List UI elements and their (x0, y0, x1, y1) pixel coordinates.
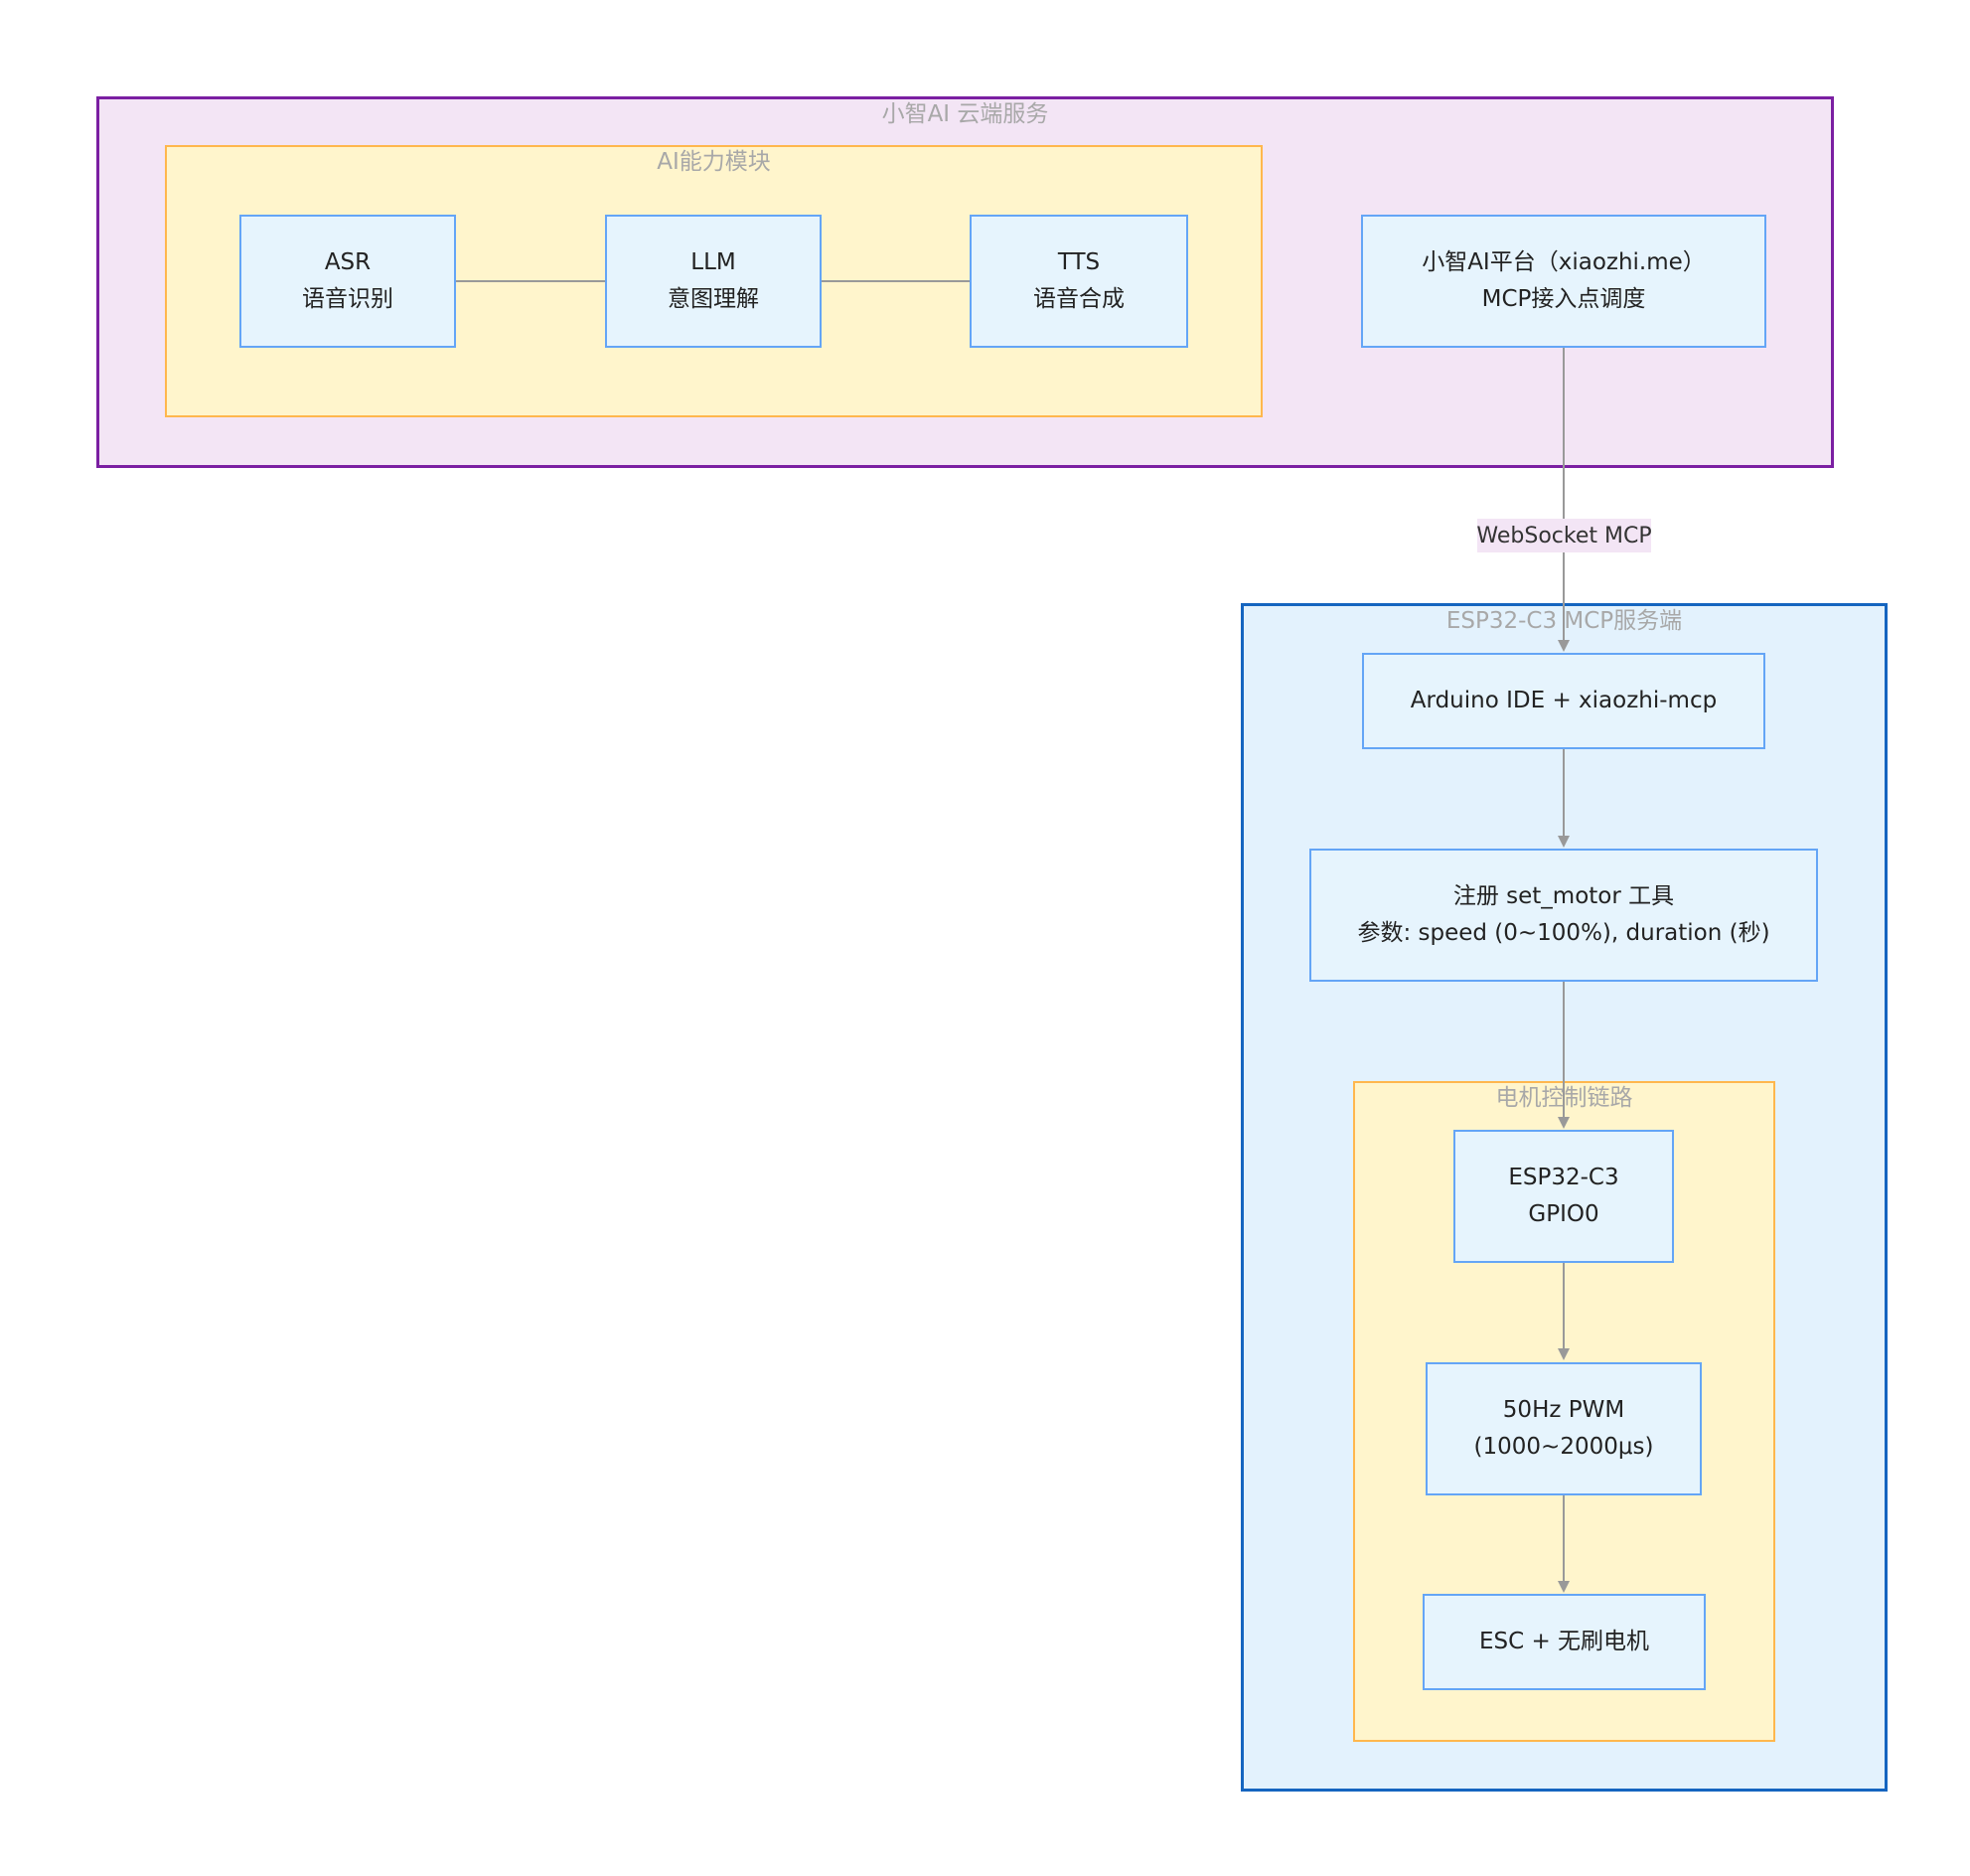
node-tts-line2: 语音合成 (1033, 286, 1125, 312)
cluster-esp-server-title: ESP32-C3 MCP服务端 (1445, 608, 1683, 634)
cluster-ai-module-title: AI能力模块 (657, 149, 771, 175)
cluster-cloud-service-title: 小智AI 云端服务 (881, 101, 1049, 127)
node-pwm-line1: 50Hz PWM (1502, 1397, 1625, 1423)
node-arduino-line1: Arduino IDE + xiaozhi-mcp (1410, 688, 1718, 713)
cluster-motor-chain-title: 电机控制链路 (1495, 1085, 1633, 1111)
node-register-tool-line1: 注册 set_motor 工具 (1452, 883, 1675, 909)
node-asr: ASR 语音识别 (239, 215, 456, 348)
node-register-tool: 注册 set_motor 工具 参数: speed (0~100%), dura… (1309, 849, 1818, 982)
node-esp32: ESP32-C3 GPIO0 (1453, 1130, 1674, 1263)
node-arduino: Arduino IDE + xiaozhi-mcp (1362, 653, 1765, 749)
node-tts: TTS 语音合成 (970, 215, 1188, 348)
edge-label-websocket: WebSocket MCP (1476, 519, 1652, 552)
node-register-tool-line2: 参数: speed (0~100%), duration (秒) (1357, 920, 1770, 946)
node-llm-line2: 意图理解 (668, 286, 759, 312)
node-tts-line1: TTS (1057, 249, 1101, 275)
node-asr-line1: ASR (324, 249, 372, 275)
node-esc: ESC + 无刷电机 (1423, 1594, 1706, 1690)
node-esp32-line1: ESP32-C3 (1508, 1165, 1619, 1190)
node-esc-line1: ESC + 无刷电机 (1478, 1629, 1650, 1654)
node-platform: 小智AI平台（xiaozhi.me） MCP接入点调度 (1361, 215, 1766, 348)
node-pwm-line2: (1000~2000μs) (1473, 1434, 1654, 1460)
node-pwm: 50Hz PWM (1000~2000μs) (1426, 1362, 1702, 1495)
node-asr-line2: 语音识别 (302, 286, 393, 312)
node-platform-line2: MCP接入点调度 (1481, 286, 1646, 312)
node-llm: LLM 意图理解 (605, 215, 822, 348)
node-llm-line1: LLM (690, 249, 736, 275)
node-esp32-line2: GPIO0 (1528, 1201, 1599, 1227)
node-platform-line1: 小智AI平台（xiaozhi.me） (1422, 249, 1706, 275)
